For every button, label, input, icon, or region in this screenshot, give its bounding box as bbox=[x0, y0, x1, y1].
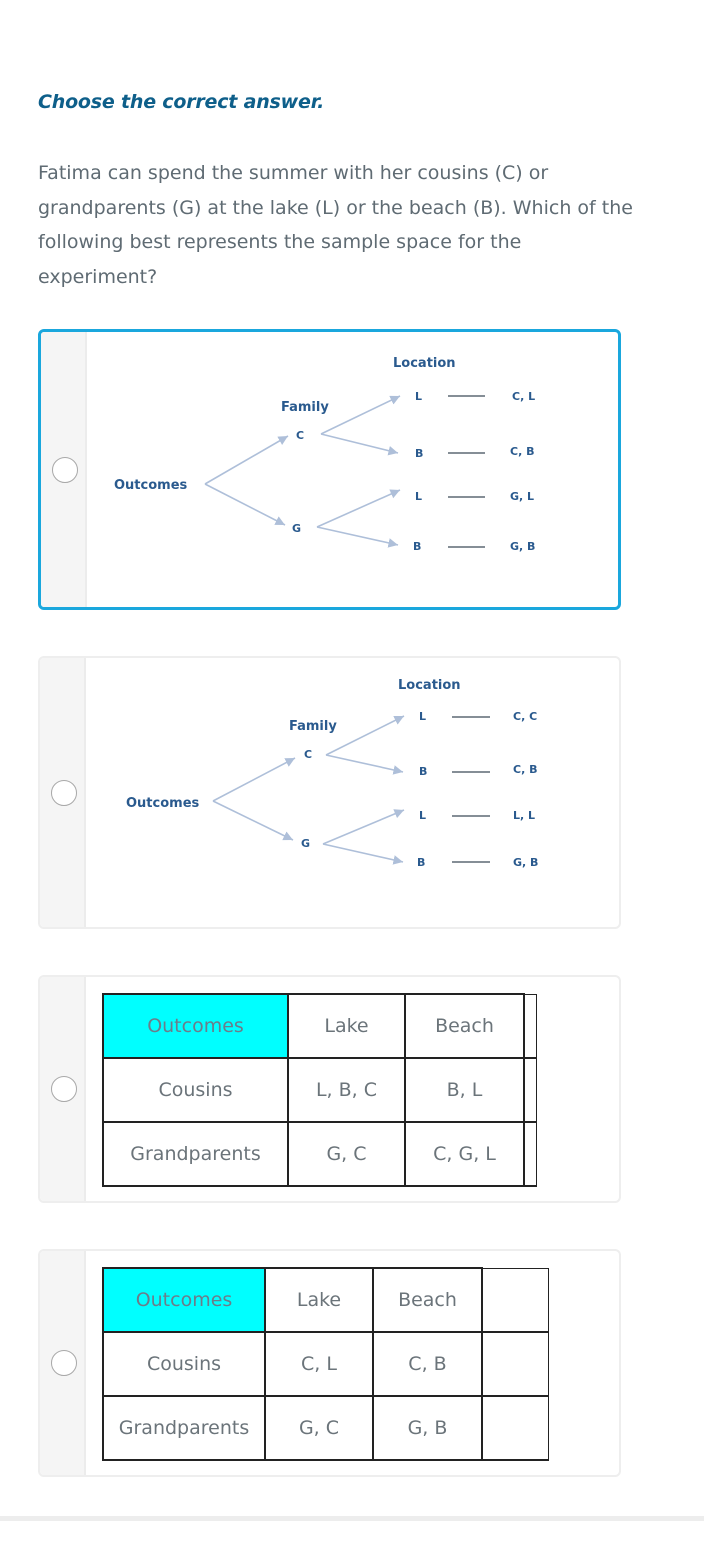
result-2: C, B bbox=[510, 445, 534, 458]
outcomes-label: Outcomes bbox=[126, 796, 200, 811]
branch-2: B bbox=[419, 765, 427, 778]
table-cell: C, B bbox=[372, 1331, 483, 1397]
result-4: G, B bbox=[510, 540, 535, 553]
tree-diagram-b: Location Family Outcomes C G L B L B C, … bbox=[88, 658, 619, 927]
table-cell-empty bbox=[523, 1121, 537, 1187]
tree-diagram-svg-a: Location Family Outcomes C G L B L B C, … bbox=[114, 356, 535, 553]
table-cell: Outcomes bbox=[102, 993, 289, 1059]
table-cell: Lake bbox=[264, 1267, 374, 1333]
answer-option-d[interactable]: Outcomes Lake Beach Cousins C, L C, B Gr… bbox=[38, 1249, 621, 1477]
table-cell: G, C bbox=[264, 1395, 374, 1461]
question-text: Fatima can spend the summer with her cou… bbox=[38, 162, 633, 288]
outcomes-table-d: Outcomes Lake Beach Cousins C, L C, B Gr… bbox=[102, 1267, 549, 1461]
outcomes-label: Outcomes bbox=[114, 478, 188, 493]
table-row: Grandparents G, C C, G, L bbox=[102, 1121, 537, 1187]
table-row: Outcomes Lake Beach bbox=[102, 1267, 549, 1333]
table-row: Grandparents G, C G, B bbox=[102, 1395, 549, 1461]
table-cell: G, C bbox=[287, 1121, 406, 1187]
table-cell: Outcomes bbox=[102, 1267, 266, 1333]
branch-4: B bbox=[413, 540, 421, 553]
node-g: G bbox=[292, 522, 301, 535]
table-cell: Grandparents bbox=[102, 1121, 289, 1187]
branch-4: B bbox=[417, 856, 425, 869]
table-cell-empty bbox=[481, 1331, 549, 1397]
branch-2: B bbox=[415, 447, 423, 460]
table-cell: L, B, C bbox=[287, 1057, 406, 1123]
family-label: Family bbox=[281, 400, 329, 415]
node-c: C bbox=[304, 748, 312, 761]
location-label: Location bbox=[398, 678, 461, 693]
table-cell: Cousins bbox=[102, 1057, 289, 1123]
radio-button-c[interactable] bbox=[51, 1076, 77, 1102]
table-cell: G, B bbox=[372, 1395, 483, 1461]
result-2: C, B bbox=[513, 763, 537, 776]
table-cell-empty bbox=[481, 1395, 549, 1461]
node-c: C bbox=[296, 429, 304, 442]
table-cell: Cousins bbox=[102, 1331, 266, 1397]
radio-button-b[interactable] bbox=[51, 779, 77, 806]
table-cell: Lake bbox=[287, 993, 406, 1059]
radio-button-d[interactable] bbox=[51, 1350, 77, 1376]
result-1: C, C bbox=[513, 710, 537, 723]
instruction-heading: Choose the correct answer. bbox=[38, 91, 325, 113]
table-cell: Beach bbox=[404, 993, 525, 1059]
tree-diagram-a: Location Family Outcomes C G L B L B C, … bbox=[89, 332, 618, 607]
outcomes-table-c: Outcomes Lake Beach Cousins L, B, C B, L… bbox=[102, 993, 537, 1187]
table-cell-empty bbox=[523, 1057, 537, 1123]
table-cell: Beach bbox=[372, 1267, 483, 1333]
node-g: G bbox=[301, 837, 310, 850]
table-row: Cousins L, B, C B, L bbox=[102, 1057, 537, 1123]
answer-option-c[interactable]: Outcomes Lake Beach Cousins L, B, C B, L… bbox=[38, 975, 621, 1203]
answer-option-b[interactable]: Location Family Outcomes C G L B L B C, … bbox=[38, 656, 621, 929]
table-container-d: Outcomes Lake Beach Cousins C, L C, B Gr… bbox=[88, 1251, 619, 1475]
table-cell: C, G, L bbox=[404, 1121, 525, 1187]
result-1: C, L bbox=[512, 390, 535, 403]
result-3: L, L bbox=[513, 809, 535, 822]
branch-1: L bbox=[415, 390, 422, 403]
table-row: Outcomes Lake Beach bbox=[102, 993, 537, 1059]
table-cell-empty bbox=[523, 993, 537, 1059]
table-cell: C, L bbox=[264, 1331, 374, 1397]
branch-1: L bbox=[419, 710, 426, 723]
branch-3: L bbox=[419, 809, 426, 822]
family-label: Family bbox=[289, 719, 337, 734]
answer-option-a[interactable]: Location Family Outcomes C G L B L B C, … bbox=[38, 329, 621, 610]
location-label: Location bbox=[393, 356, 456, 371]
table-cell-empty bbox=[481, 1267, 549, 1333]
table-row: Cousins C, L C, B bbox=[102, 1331, 549, 1397]
table-container-c: Outcomes Lake Beach Cousins L, B, C B, L… bbox=[88, 977, 619, 1201]
table-cell: B, L bbox=[404, 1057, 525, 1123]
radio-button-a[interactable] bbox=[52, 456, 78, 483]
table-cell: Grandparents bbox=[102, 1395, 266, 1461]
result-4: G, B bbox=[513, 856, 538, 869]
tree-diagram-svg-b: Location Family Outcomes C G L B L B C, … bbox=[126, 678, 538, 869]
result-3: G, L bbox=[510, 490, 534, 503]
footer-divider bbox=[0, 1516, 704, 1521]
branch-3: L bbox=[415, 490, 422, 503]
